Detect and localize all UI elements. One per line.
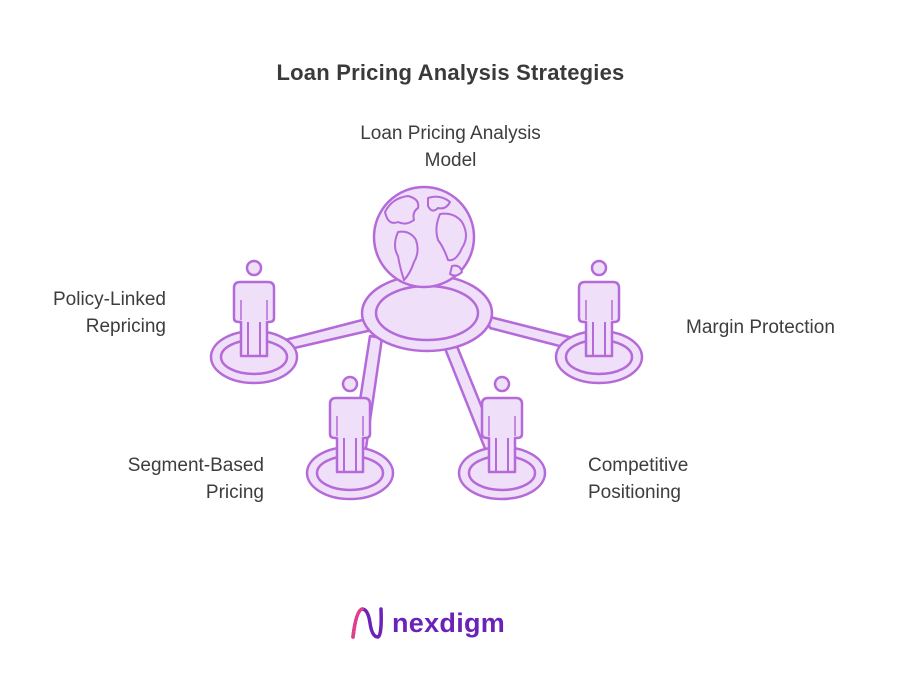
policy-linked-label: Policy-Linked Repricing [53,286,166,340]
diagram-title: Loan Pricing Analysis Strategies [276,60,625,85]
node-margin-protection [554,259,644,385]
person-icon [232,259,276,358]
brand-logo: nexdigm [350,603,505,643]
margin-protection-line1: Margin Protection [686,317,835,338]
globe-icon [372,185,476,289]
segment-based-line1: Segment-Based [127,455,264,476]
policy-linked-line1: Policy-Linked [53,289,166,310]
person-icon [577,259,621,358]
competitive-line2: Positioning [588,482,681,503]
logo-text: nexdigm [392,607,506,638]
policy-linked-line2: Repricing [85,316,166,337]
connector-policy [283,316,374,351]
segment-based-label: Segment-Based Pricing [128,452,264,506]
node-competitive [457,375,547,501]
hub-label-line2: Model [424,150,477,171]
margin-protection-label: Margin Protection [686,314,835,341]
competitive-line1: Competitive [588,455,689,476]
person-icon [480,375,524,474]
hub-label-line1: Loan Pricing Analysis [360,123,541,144]
node-policy-linked [209,259,299,385]
node-segment-based [305,375,395,501]
logo-mark-icon [351,607,383,639]
hub-label: Loan Pricing Analysis Model [0,120,901,174]
competitive-label: Competitive Positioning [588,452,688,506]
segment-based-line2: Pricing [205,482,264,503]
